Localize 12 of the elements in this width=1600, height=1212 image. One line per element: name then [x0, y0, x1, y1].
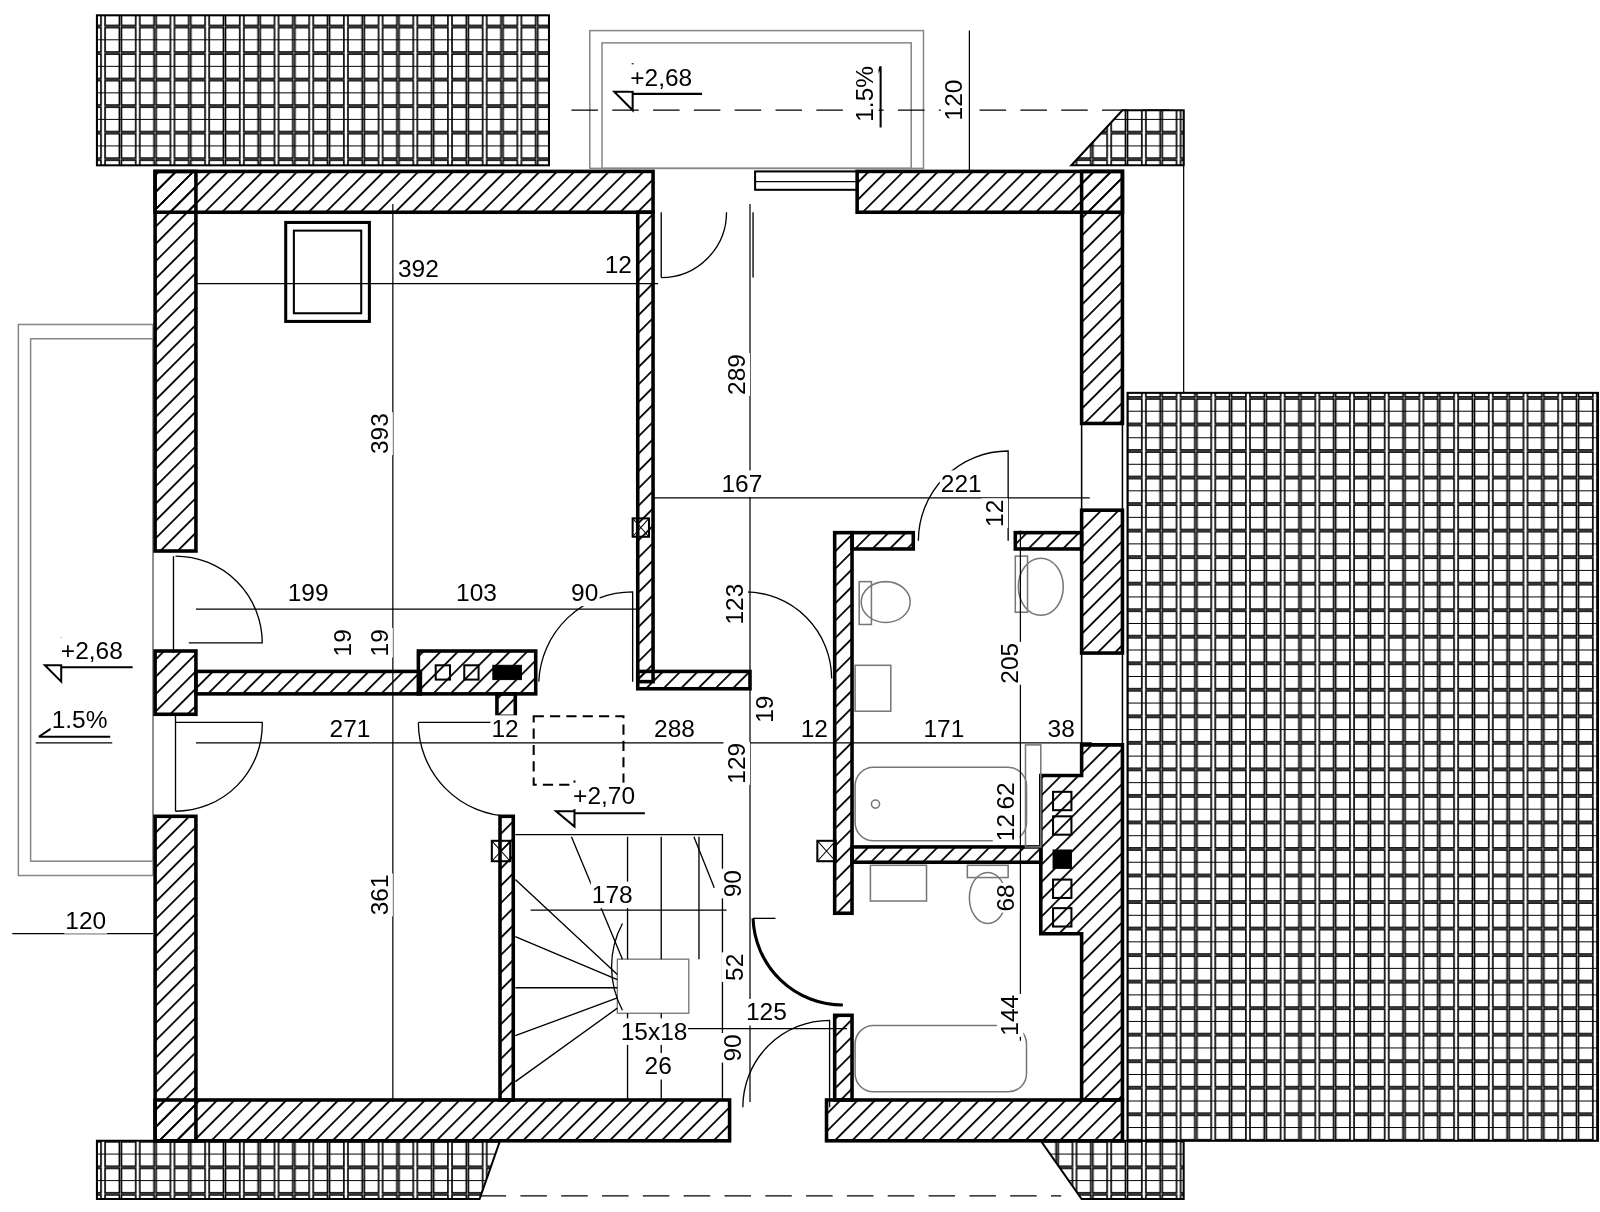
dimension-label: 178 — [590, 881, 634, 909]
dimension-label: 125 — [744, 998, 788, 1026]
dimension-label: 144 — [996, 993, 1024, 1037]
level-mark: +2,68 — [629, 64, 694, 91]
level-mark: +2,68 — [59, 637, 124, 665]
dimension-label: 26 — [643, 1053, 673, 1080]
stair-size-label: 15x18 — [619, 1018, 689, 1045]
dimension-label: 120 — [940, 78, 968, 122]
dimension-label: 12 — [992, 812, 1020, 843]
dimension-label: 129 — [723, 741, 750, 785]
dimension-label: 167 — [720, 470, 764, 497]
level-mark: +2,70 — [572, 782, 637, 810]
